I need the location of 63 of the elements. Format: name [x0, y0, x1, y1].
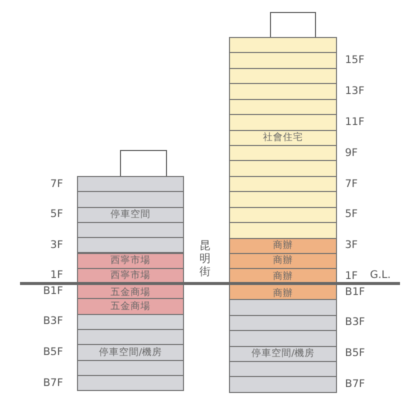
floor-band — [229, 361, 337, 378]
floor-band — [229, 145, 337, 162]
floor-band — [229, 238, 337, 254]
floor-level-label: B3F — [43, 316, 63, 327]
floor-level-label: B3F — [345, 317, 365, 328]
floor-band — [229, 222, 337, 239]
floor-band — [77, 344, 184, 361]
floor-level-label: 1F — [345, 271, 358, 282]
floor-band — [229, 114, 337, 131]
floor-band — [229, 130, 337, 146]
floor-band — [77, 374, 184, 392]
room-label: 商辦 — [273, 241, 293, 251]
floor-band — [77, 298, 184, 315]
floor-level-label: 7F — [345, 178, 358, 190]
floor-band — [229, 330, 337, 347]
room-label: 西寧市場 — [110, 256, 150, 266]
room-label: 停車空間/機房 — [98, 348, 162, 358]
room-label: 社會住宅 — [263, 133, 303, 143]
room-label: 商辦 — [273, 256, 293, 266]
floor-band — [229, 299, 337, 316]
floor-band — [229, 83, 337, 100]
floor-level-label: B1F — [345, 286, 365, 298]
floor-level-label: 13F — [345, 86, 364, 96]
floor-level-label: B1F — [43, 286, 63, 296]
floor-band — [77, 206, 184, 223]
room-label: 西寧市場 — [110, 271, 150, 281]
room-label: 停車空間/機房 — [251, 349, 315, 359]
floor-band — [77, 237, 184, 254]
floor-band — [77, 191, 184, 208]
floor-level-label: 11F — [345, 116, 364, 128]
floor-band — [229, 191, 337, 208]
room-label: 五金商場 — [110, 288, 150, 298]
floor-level-label: B7F — [345, 379, 365, 390]
floor-level-label: 3F — [345, 240, 358, 251]
floor-level-label: 7F — [50, 178, 63, 190]
floor-band — [77, 360, 184, 376]
room-label: 五金商場 — [110, 302, 150, 312]
floor-level-label: 5F — [50, 209, 63, 220]
rooftop-box — [270, 12, 316, 38]
ground-level-label: G.L. — [370, 270, 391, 280]
floor-level-label: B5F — [345, 348, 365, 359]
floor-level-label: 5F — [345, 209, 358, 220]
floor-level-label: B7F — [43, 378, 63, 388]
floor-band — [77, 314, 184, 330]
floor-level-label: 15F — [345, 55, 364, 66]
floor-level-label: 9F — [345, 148, 358, 158]
floor-level-label: B5F — [43, 346, 63, 358]
floor-band — [77, 252, 184, 269]
floor-band — [229, 253, 337, 270]
floor-band — [229, 346, 337, 362]
rooftop-box — [120, 150, 167, 177]
floor-level-label: 3F — [50, 240, 63, 250]
floor-band — [229, 37, 337, 54]
floor-band — [77, 176, 184, 192]
floor-band — [229, 160, 337, 177]
room-label: 停車空間 — [110, 210, 150, 220]
floor-band — [77, 329, 184, 346]
room-label: 商辦 — [273, 272, 293, 282]
floor-level-label: 1F — [50, 270, 63, 281]
floor-band — [229, 52, 337, 69]
room-label: 商辦 — [273, 288, 293, 298]
floor-band — [229, 376, 337, 393]
street-label: 昆明街 — [199, 239, 211, 279]
